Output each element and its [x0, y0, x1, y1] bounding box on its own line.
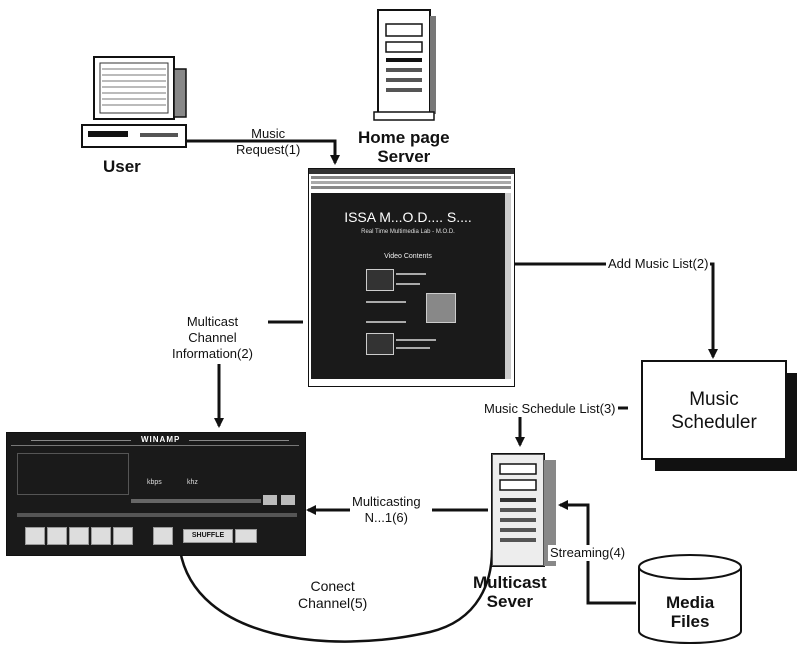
user-computer-icon: [80, 55, 192, 155]
winamp-kbps: kbps: [147, 479, 162, 486]
shuffle-button[interactable]: SHUFFLE: [183, 529, 233, 543]
winamp-titlebar: WINAMP: [11, 436, 299, 446]
add-music-list-arrow: [512, 264, 713, 357]
video-thumb-3[interactable]: [366, 333, 394, 355]
winamp-title: WINAMP: [141, 435, 180, 444]
video-thumb-2[interactable]: [426, 293, 456, 323]
winamp-display: [17, 453, 129, 495]
music-scheduler-box: Music Scheduler: [641, 360, 787, 460]
video-thumb-1[interactable]: [366, 269, 394, 291]
webpage-section: Video Contents: [311, 253, 505, 260]
webpage-scrollbar[interactable]: [505, 193, 511, 379]
streaming-label: Streaming(4): [548, 545, 627, 561]
music-scheduler-label: Music Scheduler: [643, 388, 785, 434]
eject-button[interactable]: [153, 527, 173, 545]
webpage-titlebar: [309, 169, 514, 174]
add-music-list-label: Add Music List(2): [606, 256, 710, 272]
winamp-pl-button[interactable]: [281, 495, 295, 505]
webpage-screenshot: ISSA M...O.D.... S.... Real Time Multime…: [308, 168, 515, 387]
winamp-eq-button[interactable]: [263, 495, 277, 505]
multicast-server-label: Multicast Sever: [473, 573, 547, 611]
prev-button[interactable]: [25, 527, 45, 545]
winamp-khz: khz: [187, 479, 198, 486]
connect-channel-label: Conect Channel(5): [298, 578, 367, 612]
next-button[interactable]: [113, 527, 133, 545]
play-button[interactable]: [47, 527, 67, 545]
stop-button[interactable]: [91, 527, 111, 545]
winamp-volume-slider[interactable]: [131, 499, 261, 503]
winamp-player: WINAMP kbps khz SHUFFLE: [6, 432, 306, 556]
music-request-label: Music Request(1): [236, 126, 300, 158]
schedule-list-label: Music Schedule List(3): [482, 401, 618, 417]
home-server-icon: [372, 6, 438, 122]
webpage-subtitle: Real Time Multimedia Lab - M.O.D.: [311, 229, 505, 235]
home-server-label: Home page Server: [358, 128, 450, 166]
media-files-label: Media Files: [666, 593, 714, 631]
repeat-button[interactable]: [235, 529, 257, 543]
pause-button[interactable]: [69, 527, 89, 545]
webpage-content: ISSA M...O.D.... S.... Real Time Multime…: [311, 193, 505, 379]
webpage-title: ISSA M...O.D.... S....: [311, 209, 505, 225]
user-label: User: [103, 157, 141, 176]
multicasting-label: Multicasting N...1(6): [352, 494, 421, 526]
channel-info-label: Multicast Channel Information(2): [172, 314, 253, 362]
winamp-seek-bar[interactable]: [17, 513, 297, 517]
